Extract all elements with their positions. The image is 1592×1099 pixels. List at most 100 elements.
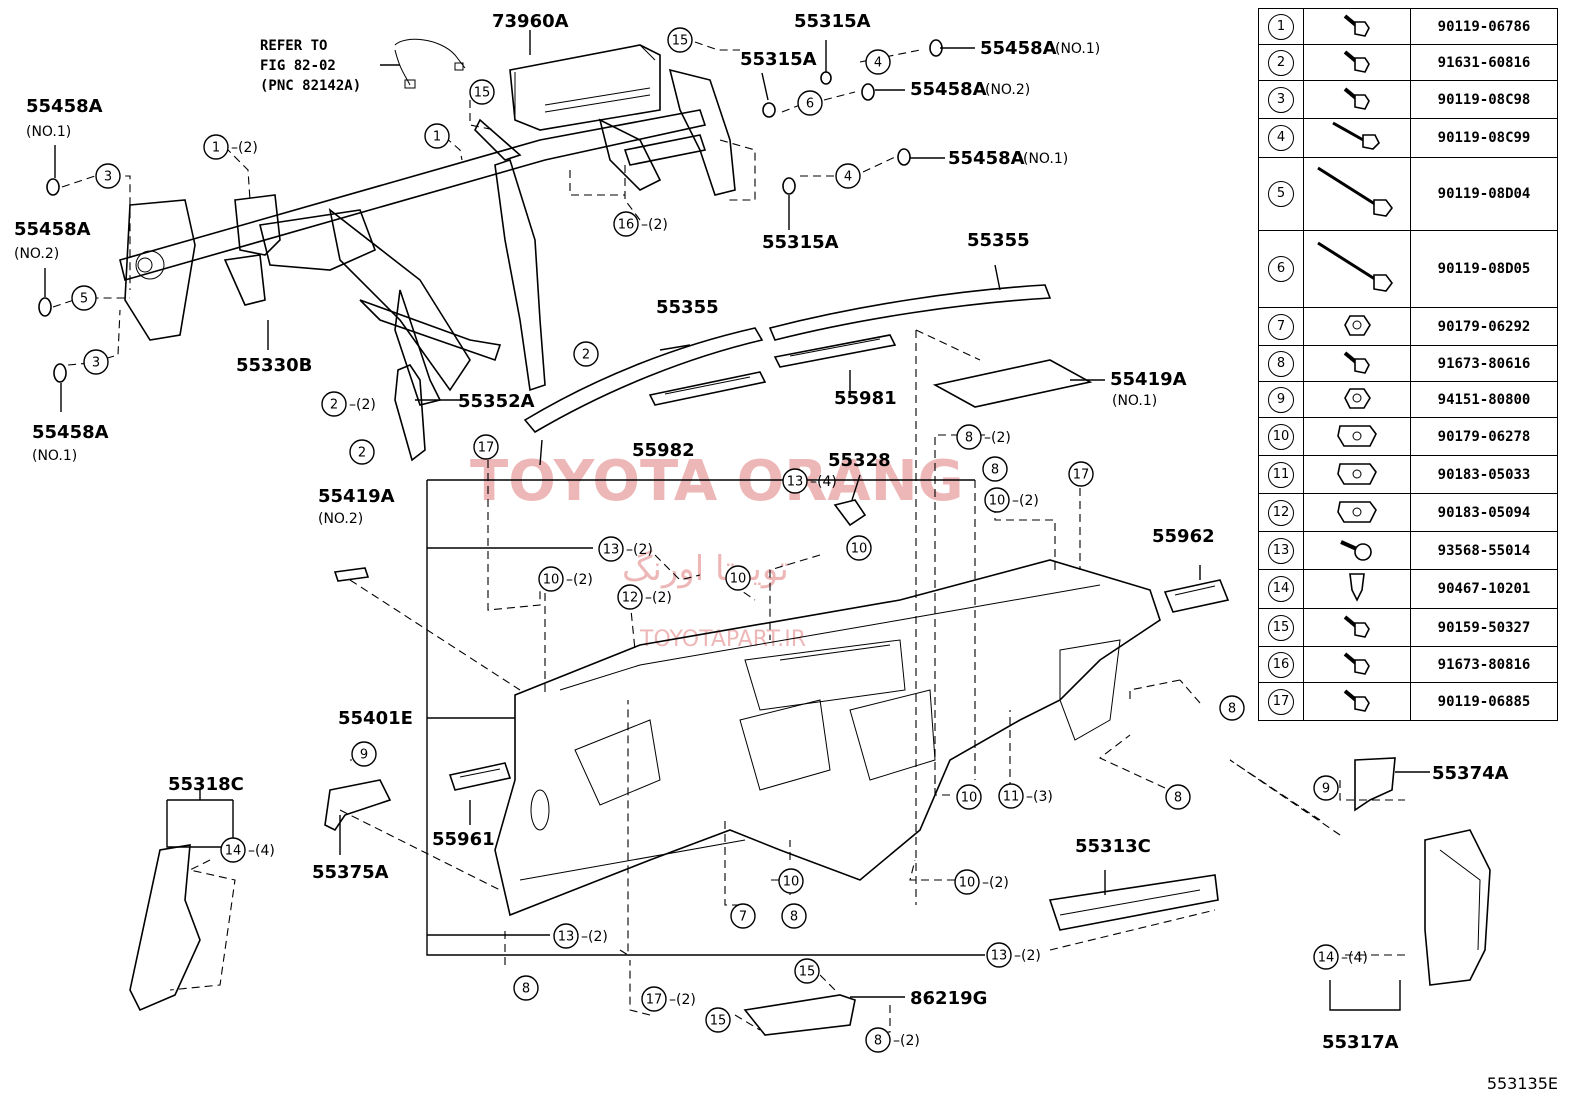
callout-number: 3 [104, 170, 112, 185]
callout-4: 4 [835, 163, 861, 189]
label-55313C: 55313C [1075, 836, 1151, 857]
legend-number: 6 [1268, 256, 1294, 282]
callout-11: 11–(3) [998, 783, 1053, 809]
legend-number-cell: 6 [1258, 230, 1304, 308]
callout-quantity: –(2) [641, 217, 668, 233]
callout-1: 1 [424, 123, 450, 149]
callout-number: 14 [225, 844, 242, 859]
callout-10: 10 [846, 535, 872, 561]
callout-8: 8 [513, 975, 539, 1001]
callout-circle [641, 986, 667, 1012]
flange-bolt-icon [1303, 608, 1411, 647]
label-55458A-left-2-sub: (NO.2) [14, 246, 59, 262]
part-labels: REFER TO FIG 82-02 (PNC 82142A) 73960A 5… [14, 11, 1509, 1053]
legend-number-cell: 15 [1258, 608, 1304, 647]
label-55458A-no2-top-sub: (NO.2) [985, 82, 1030, 98]
callout-quantity: –(2) [626, 542, 653, 558]
callout-quantity: –(4) [810, 474, 837, 490]
label-55458A-left-1: 55458A [26, 96, 103, 117]
callout-circle [71, 285, 97, 311]
flange-bolt-icon [1303, 345, 1411, 382]
callout-13: 13–(2) [986, 942, 1041, 968]
callout-8: 8 [982, 456, 1008, 482]
legend-number: 9 [1268, 386, 1294, 413]
callout-circle [617, 584, 643, 610]
legend-part-number: 90179-06278 [1410, 417, 1558, 456]
legend-number: 10 [1268, 423, 1294, 450]
watermark-persian: تویوتا اورنگ [622, 549, 789, 589]
clip-nut-icon [1303, 455, 1411, 494]
callout-number: 12 [622, 591, 639, 606]
callout-10: 10–(2) [954, 869, 1009, 895]
label-55982: 55982 [632, 440, 695, 461]
callout-markers: 1–(2)122–(2)233445678–(2)88888–(2)89910–… [71, 27, 1368, 1053]
callout-3: 3 [83, 349, 109, 375]
nut-icon [1303, 307, 1411, 346]
label-55352A: 55352A [458, 391, 535, 412]
callout-number: 8 [965, 431, 973, 446]
callout-14: 14 –(4) [220, 837, 275, 863]
callout-quantity: –(4) [1341, 950, 1368, 966]
callout-13: 13–(4) [782, 468, 837, 494]
legend-number-cell: 5 [1258, 157, 1304, 231]
callout-circle [956, 784, 982, 810]
legend-number: 7 [1268, 313, 1294, 340]
legend-number-cell: 10 [1258, 417, 1304, 456]
watermark-main: TOYOTA ORANG [470, 449, 964, 514]
callout-quantity: –(2) [645, 590, 672, 606]
callout-number: 15 [710, 1014, 727, 1029]
callout-13: 13–(2) [553, 923, 608, 949]
label-55458A-left-1-sub: (NO.1) [26, 124, 71, 140]
callout-2: 2 [349, 439, 375, 465]
callout-circle [984, 487, 1010, 513]
callout-13: 13–(2) [598, 536, 653, 562]
legend-number: 13 [1268, 537, 1294, 564]
legend-number: 2 [1268, 49, 1294, 76]
label-55315A-top: 55315A [794, 11, 871, 32]
callout-circle [986, 942, 1012, 968]
callout-circle [781, 903, 807, 929]
label-55317A: 55317A [1322, 1032, 1399, 1053]
callout-2: 2–(2) [321, 391, 376, 417]
callout-4: 4 [865, 49, 891, 75]
callout-number: 10 [783, 875, 800, 890]
label-55981: 55981 [834, 388, 897, 409]
callout-quantity: –(2) [984, 430, 1011, 446]
label-55458A-no2-top: 55458A [910, 79, 987, 100]
callout-circle [1068, 461, 1094, 487]
insulator-pad-drawing [333, 359, 1093, 582]
callout-number: 2 [582, 348, 590, 363]
callout-number: 7 [739, 910, 747, 925]
callout-quantity: –(2) [349, 397, 376, 413]
legend-part-number: 90179-06292 [1410, 307, 1558, 346]
label-55458A-left-3: 55458A [32, 422, 109, 443]
flange-bolt-icon [1303, 44, 1411, 81]
callout-number: 8 [790, 910, 798, 925]
legend-number-cell: 1 [1258, 8, 1304, 45]
legend-part-number: 90119-08C98 [1410, 80, 1558, 119]
callout-10: 10 [778, 868, 804, 894]
callout-8: 8 –(2) [956, 424, 1011, 450]
legend-number: 14 [1268, 576, 1294, 602]
label-55419A-no1: 55419A [1110, 369, 1187, 390]
screw-icon [1303, 531, 1411, 570]
legend-number-cell: 17 [1258, 682, 1304, 721]
callout-circle [203, 134, 229, 160]
refer-note-line-1: REFER TO [260, 38, 327, 54]
callout-number: 14 [1318, 951, 1335, 966]
label-55419A-no2-sub: (NO.2) [318, 511, 363, 527]
callout-circle [349, 439, 375, 465]
callout-quantity: –(4) [248, 843, 275, 859]
callout-circle [835, 163, 861, 189]
callout-circle [220, 837, 246, 863]
label-55328: 55328 [828, 450, 891, 471]
callout-9: 9 [351, 741, 377, 767]
callout-17: 17 [1068, 461, 1094, 487]
